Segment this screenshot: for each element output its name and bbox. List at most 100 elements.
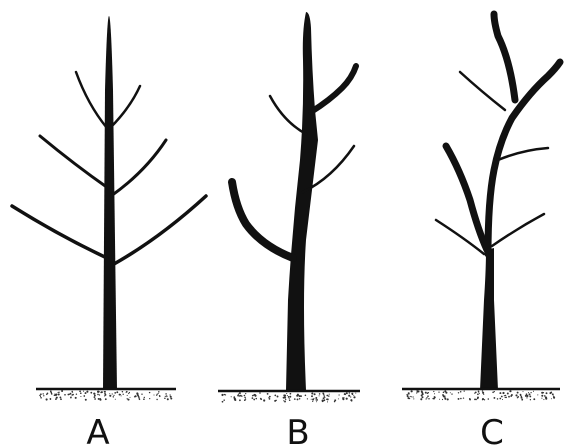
ground-speckle: [310, 398, 312, 400]
ground-speckle: [104, 393, 107, 396]
ground-speckle: [532, 390, 535, 392]
ground-speckle: [433, 390, 435, 393]
ground-speckle: [318, 395, 320, 397]
ground-speckle: [79, 392, 82, 395]
ground-speckle: [408, 397, 411, 400]
ground-speckle: [463, 390, 465, 392]
tree-c-branch: [496, 146, 550, 162]
ground-speckle: [312, 400, 314, 403]
ground-speckle: [420, 398, 423, 401]
ground-speckle: [125, 391, 127, 393]
ground-speckle: [462, 397, 465, 399]
ground-speckle: [469, 398, 471, 401]
ground-speckle: [550, 391, 553, 394]
ground-speckle: [433, 393, 436, 395]
ground-speckle: [164, 395, 166, 397]
tree-a-ground: [36, 387, 176, 401]
ground-speckle: [542, 392, 545, 394]
ground-speckle: [221, 393, 224, 397]
ground-speckle: [239, 399, 241, 402]
ground-speckle: [237, 395, 239, 397]
ground-speckle: [483, 393, 485, 395]
ground-speckle: [57, 392, 59, 393]
ground-speckle: [351, 400, 353, 402]
ground-speckle: [244, 398, 247, 400]
ground-speckle: [445, 391, 448, 394]
ground-speckle: [274, 394, 277, 397]
ground-speckle: [519, 394, 522, 397]
ground-speckle: [543, 399, 545, 401]
ground-speckle: [409, 395, 411, 398]
ground-speckle: [60, 398, 62, 401]
ground-speckle: [427, 395, 429, 398]
ground-speckle: [526, 397, 528, 399]
ground-speckle: [86, 390, 89, 393]
ground-speckle: [521, 397, 523, 399]
ground-speckle: [550, 398, 552, 400]
tree-c-label: C: [480, 413, 504, 448]
tree-b-branch: [228, 178, 297, 262]
ground-speckle: [410, 396, 412, 398]
ground-speckle: [289, 392, 292, 395]
ground-speckle: [406, 395, 409, 398]
ground-speckle: [298, 395, 301, 398]
tree-c-branch: [490, 212, 546, 248]
ground-speckle: [100, 391, 102, 394]
ground-speckle: [420, 394, 423, 397]
ground-speckle: [408, 393, 410, 395]
ground-speckle: [255, 398, 257, 400]
ground-speckle: [166, 395, 168, 398]
ground-speckle: [156, 394, 158, 396]
ground-speckle: [134, 395, 137, 398]
ground-speckle: [49, 398, 52, 400]
ground-speckle: [521, 398, 524, 400]
ground-speckle: [343, 393, 346, 396]
ground-speckle: [483, 399, 486, 401]
ground-speckle: [169, 394, 171, 396]
ground-speckle: [328, 393, 330, 395]
ground-speckle: [83, 395, 86, 397]
ground-speckle: [55, 398, 57, 400]
ground-speckle: [341, 397, 344, 399]
ground-speckle: [238, 395, 241, 397]
ground-speckle: [114, 392, 117, 394]
ground-speckle: [128, 391, 131, 394]
ground-speckle: [165, 393, 167, 395]
ground-speckle: [39, 396, 42, 398]
ground-speckle: [238, 392, 241, 395]
tree-b-branch: [301, 144, 356, 194]
ground-speckle: [57, 393, 60, 396]
ground-speckle: [527, 392, 530, 394]
ground-speckle: [426, 397, 428, 399]
ground-speckle: [156, 393, 158, 395]
ground-speckle: [526, 394, 529, 398]
ground-speckle: [474, 398, 476, 401]
ground-speckle: [345, 397, 348, 400]
ground-speckle: [533, 398, 536, 401]
ground-speckle: [444, 397, 447, 400]
ground-speckle: [122, 393, 124, 395]
ground-speckle: [425, 398, 427, 400]
ground-speckle: [457, 392, 460, 394]
ground-speckle: [64, 393, 66, 396]
ground-speckle: [68, 393, 71, 396]
ground-speckle: [84, 398, 87, 401]
ground-speckle: [334, 399, 337, 402]
tree-c-ground: [402, 387, 560, 401]
ground-speckle: [296, 398, 299, 401]
ground-speckle: [283, 400, 285, 402]
tree-b-branch: [268, 94, 308, 136]
ground-speckle: [477, 393, 479, 396]
ground-speckle: [143, 396, 145, 399]
ground-speckle: [53, 394, 56, 397]
ground-speckle: [322, 393, 324, 395]
ground-speckle: [283, 394, 287, 397]
ground-speckle: [502, 391, 505, 395]
ground-speckle: [104, 392, 106, 394]
ground-speckle: [326, 401, 329, 403]
ground-speckle: [500, 395, 503, 398]
ground-speckle: [243, 399, 246, 402]
ground-speckle: [224, 394, 227, 396]
ground-speckle: [315, 397, 318, 399]
